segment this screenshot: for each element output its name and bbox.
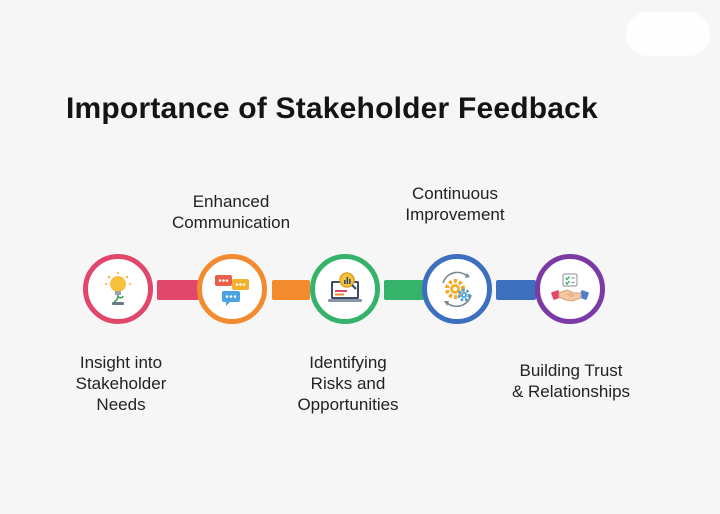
decorative-shape xyxy=(626,12,710,56)
step-node-4 xyxy=(422,254,492,324)
handshake-icon xyxy=(551,273,589,302)
step-label-3: Identifying Risks and Opportunities xyxy=(297,353,399,414)
step-label-5: Building Trust & Relationships xyxy=(511,361,631,401)
connector-3-4 xyxy=(384,280,424,300)
page-title: Importance of Stakeholder Feedback xyxy=(66,92,598,125)
connector-2-3 xyxy=(272,280,310,300)
chat-bubbles-icon xyxy=(215,275,249,306)
step-label-2: Enhanced Communication xyxy=(171,192,291,232)
lightbulb-icon xyxy=(105,272,131,305)
step-node-3 xyxy=(310,254,380,324)
step-node-1 xyxy=(83,254,153,324)
gears-cycle-icon xyxy=(442,271,472,308)
step-node-2 xyxy=(197,254,267,324)
connector-4-5 xyxy=(496,280,536,300)
step-label-4: Continuous Improvement xyxy=(405,184,505,224)
connector-1-2 xyxy=(157,280,199,300)
laptop-search-icon xyxy=(328,272,362,302)
step-label-1: Insight into Stakeholder Needs xyxy=(75,353,167,414)
step-node-5 xyxy=(535,254,605,324)
